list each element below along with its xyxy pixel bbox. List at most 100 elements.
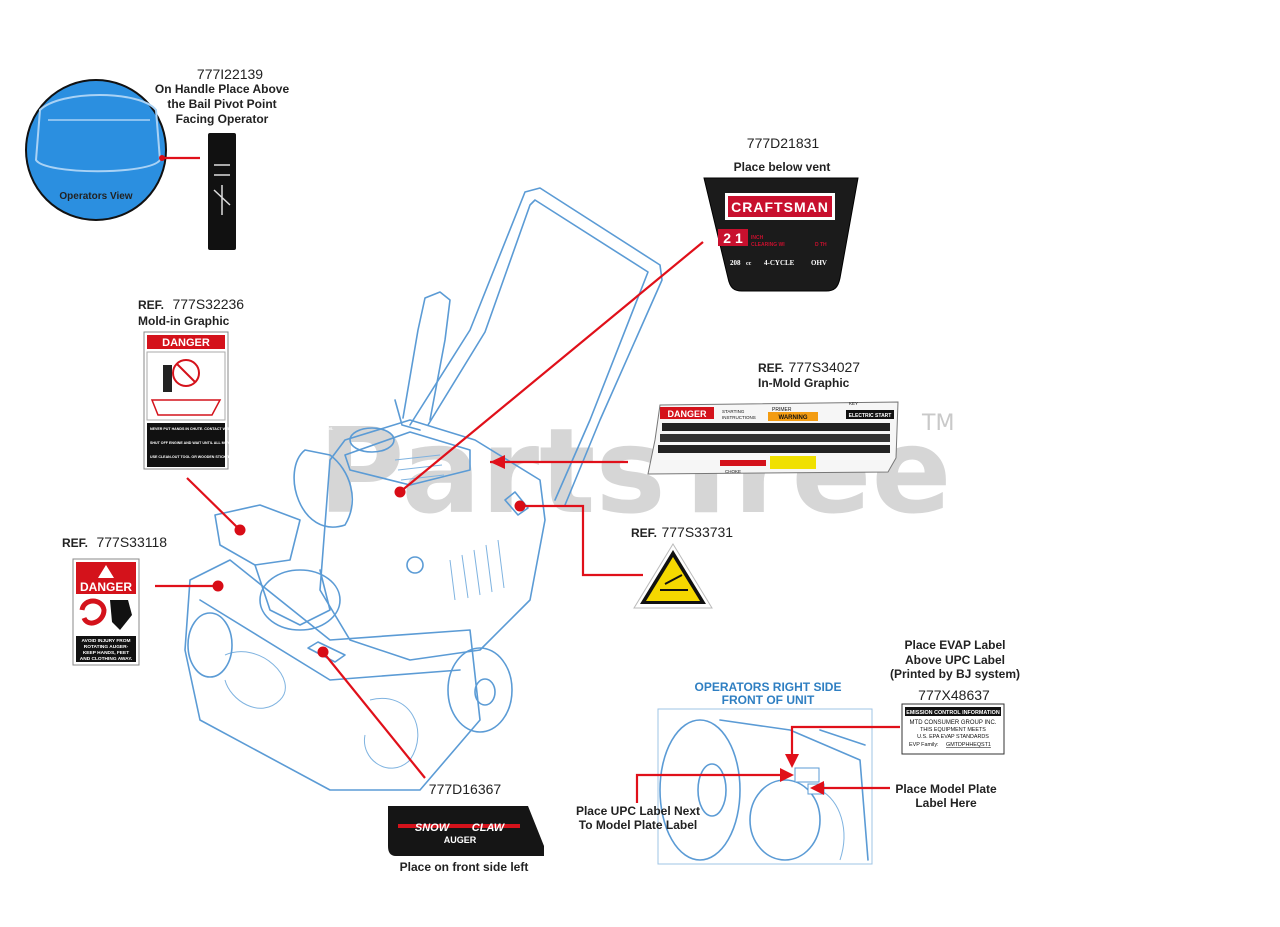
handle-caption-3: Facing Operator [176, 112, 269, 126]
inset-auger-curve [819, 789, 845, 861]
callout-in-mold: REF. 777S34027 In-Mold Graphic DANGER ST… [490, 359, 899, 475]
warning-tri-part-number: 777S33731 [661, 524, 733, 540]
model-plate-leader-arrow [810, 781, 824, 795]
mold-left-caption: Mold-in Graphic [138, 314, 230, 328]
auger-part-number: 777D16367 [429, 781, 502, 797]
callout-auger: 777D16367 SNOW CLAW AUGER Place on front… [317, 646, 544, 874]
evap-part-number: 777X48637 [918, 687, 990, 703]
danger-left-text-1: AVOID INJURY FROM [82, 638, 131, 644]
mold-left-auger-pic [150, 399, 222, 416]
craftsman-cc: 208 [730, 259, 741, 267]
right-side-heading-2: FRONT OF UNIT [722, 693, 815, 707]
inset-wheel-hub [697, 763, 727, 817]
callout-danger-left: REF. 777S33118 DANGER AVOID INJURY FROM … [62, 534, 224, 666]
danger-left-text-bg [76, 636, 136, 662]
mold-left-part-number: 777S32236 [172, 296, 244, 312]
craftsman-size: 2 1 [723, 230, 743, 246]
handle-caption-2: the Bail Pivot Point [167, 97, 276, 111]
danger-left-header: DANGER [80, 580, 132, 594]
warning-label-spot [504, 491, 529, 516]
inset-auger [749, 779, 821, 861]
chute-handle-loop [293, 449, 353, 528]
in-mold-caption: In-Mold Graphic [758, 376, 850, 390]
mold-left-bullet-2: SHUT OFF ENGINE AND WAIT UNTIL ALL MOVIN… [150, 441, 321, 445]
wheel-left [187, 612, 233, 678]
mold-left-prohibit-circle [172, 359, 200, 387]
danger-left-hand-icon [110, 600, 132, 630]
danger-left-text-2: ROTATING AUGER- [84, 644, 129, 650]
chute-deflector [214, 504, 301, 566]
auger-spiral-left [224, 651, 286, 709]
in-mold-yellow-block [770, 456, 816, 469]
mold-left-header: DANGER [162, 337, 210, 349]
auger-logo-sub: AUGER [444, 835, 477, 845]
craftsman-brand: CRAFTSMAN [731, 199, 829, 215]
vent-leader-dot [394, 486, 406, 498]
in-mold-starting: STARTING [722, 409, 745, 414]
evap-title-bg [905, 707, 1001, 716]
vent-leader [399, 241, 704, 493]
in-mold-key: KEY [849, 401, 858, 406]
inset-model-plate-spot [794, 767, 820, 783]
in-mold-choke: CHOKE [725, 469, 741, 474]
watermark-tm: TM [921, 411, 954, 436]
mold-left-heading: REF. 777S32236 [138, 296, 244, 313]
evap-family-label: EVP Family: [909, 742, 939, 748]
warning-tri-hand-icon [660, 574, 688, 591]
evap-family: GMTDPHHEQST1 [946, 742, 991, 748]
in-mold-estart-bg [846, 410, 894, 419]
engine-knob [406, 556, 424, 574]
craftsman-clearing: CLEARING WI [751, 242, 785, 248]
mold-left-leader-dot [234, 524, 246, 536]
in-mold-row-2 [660, 434, 890, 442]
evap-line-2: THIS EQUIPMENT MEETS [920, 727, 986, 733]
warning-tri-leader [520, 504, 643, 577]
auger-logo-claw: CLAW [472, 822, 506, 834]
callout-handle: Operators View 777I22139 On Handle Place… [25, 66, 289, 250]
upc-leader-arrow [780, 768, 794, 782]
warning-tri-ref: REF. [631, 526, 657, 540]
in-mold-warning: WARNING [779, 415, 808, 421]
danger-left-part-number: 777S33118 [96, 534, 167, 550]
evap-title: EMISSION CONTROL INFORMATION [906, 710, 1000, 716]
chute-ring [259, 569, 341, 631]
evap-line-3: U.S. EPA EVAP STANDARDS [917, 734, 989, 740]
inset-housing [719, 719, 869, 861]
danger-left-alert-icon [98, 565, 114, 578]
inset-wheel [659, 719, 741, 861]
engine-housing [319, 419, 546, 661]
wheel-right [447, 647, 513, 733]
craftsman-cycle: 4-CYCLE [764, 259, 795, 267]
danger-left-auger-icon [79, 598, 107, 626]
auger-housing-edge [199, 599, 461, 681]
engine-fins [449, 539, 505, 601]
evap-line-1: MTD CONSUMER GROUP INC. [910, 720, 997, 726]
in-mold-instructions: INSTRUCTIONS [722, 415, 756, 420]
upc-caption-1: Place UPC Label Next [576, 804, 700, 818]
mold-left-text-bg [147, 423, 225, 467]
snowblower-drawing [184, 187, 663, 791]
auger-leader-dot [317, 646, 329, 658]
auger-logo-snow: SNOW [415, 822, 451, 834]
mold-left-person [163, 365, 172, 392]
engine-vent [394, 454, 445, 481]
mold-left-header-bg [147, 335, 225, 349]
callout-vent: 777D21831 Place below vent CRAFTSMAN 2 1… [394, 135, 859, 498]
upc-caption-2: To Model Plate Label [579, 818, 697, 832]
callout-mold-left: REF. 777S32236 Mold-in Graphic DANGER NE… [138, 296, 333, 536]
handle-bail-outer [409, 187, 663, 506]
evap-leader-arrow [785, 754, 799, 768]
craftsman-logo [728, 196, 832, 217]
in-mold-red-bar [720, 460, 766, 466]
mold-left-bullet-1: NEVER PUT HANDS IN CHUTE. CONTACT WITH R… [150, 427, 333, 431]
mold-left-ref: REF. [138, 298, 164, 312]
danger-left-text-3: KEEP HANDS, FEET [83, 650, 129, 656]
danger-left-heading: REF. 777S33118 [62, 534, 167, 551]
evap-caption-2: Above UPC Label [905, 653, 1005, 667]
in-mold-row-3 [658, 445, 890, 453]
callout-right-side: OPERATORS RIGHT SIDE FRONT OF UNIT [657, 680, 873, 865]
craftsman-ohv: OHV [811, 259, 827, 267]
evap-leader [790, 725, 900, 762]
craftsman-width: D TH [815, 242, 827, 248]
in-mold-ref: REF. [758, 361, 784, 375]
